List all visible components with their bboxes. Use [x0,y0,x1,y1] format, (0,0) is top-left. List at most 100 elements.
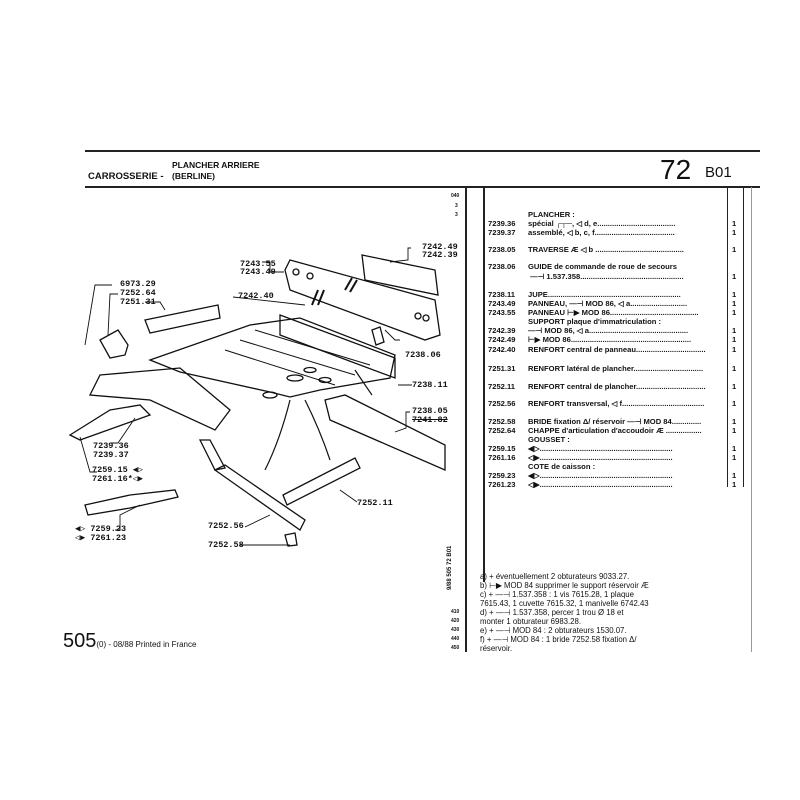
footnote: 7615.43, 1 cuvette 7615.32, 1 manivelle … [480,599,649,608]
part-ref: 7252.11 [488,382,516,391]
part-description: GUIDE de commande de roue de secours [528,262,677,271]
margin-number: 420 [451,618,460,624]
part-description: GOUSSET : [528,435,570,444]
part-quantity: 1 [732,272,737,281]
spare-wheel-guide [371,326,385,346]
parts-row: GOUSSET : [488,435,726,444]
part-quantity: 1 [732,364,737,373]
part-quantity: 1 [732,308,737,317]
header-rule [85,186,760,188]
footnote: f) + —⊣ MOD 84 : 1 bride 7252.58 fixatio… [480,635,637,644]
part-description: RENFORT central de panneau..............… [528,345,706,354]
floor-panel [148,317,396,398]
part-description: SUPPORT plaque d'immatriculation : [528,317,662,326]
label-7259-15: 7259.15 ◀▷ [92,465,144,475]
margin-number: 040 [451,193,460,199]
label-7252-64: 7252.64 [120,288,156,298]
rear-panel [284,259,441,341]
label-7252-11: 7252.11 [357,498,393,508]
margin-number: 410 [451,609,460,615]
part-description: spécial ┌┬─, ◁ d, e.....................… [528,219,676,228]
parts-row: 7259.23◀▷...............................… [488,471,726,480]
parts-row: COTE de caisson : [488,462,726,471]
footer: 505(0) - 08/88 Printed in France [63,630,196,653]
tank-bracket [284,532,298,547]
page-title-line2: (BERLINE) [172,171,215,181]
label-7239-36: 7239.36 [93,441,129,451]
part-description: RENFORT transversal, ◁ f................… [528,399,705,408]
page-title-line1: PLANCHER ARRIERE [172,160,260,170]
table-right-line [751,187,752,652]
lateral-floor-reinforcement [144,304,221,334]
part-quantity: 1 [732,335,737,344]
part-quantity: 1 [732,426,737,435]
parts-row: —⊣ 1.537.358............................… [488,272,726,281]
footnote: b) ⊢▶ MOD 84 supprimer le support réserv… [480,581,649,590]
part-description: ◁▶......................................… [528,453,673,462]
table-left-line [483,187,485,582]
part-description: JUPE....................................… [528,290,681,299]
part-quantity: 1 [732,326,737,335]
footnote: e) + —⊣ MOD 84 : 2 obturateurs 1530.07. [480,626,627,635]
part-description: RENFORT latéral de plancher.............… [528,364,704,373]
panel-reinforcement [311,277,358,306]
part-ref: 7259.23 [488,471,516,480]
footer-print-info: (0) - 08/88 Printed in France [96,640,197,649]
label-7238-06: 7238.06 [405,350,441,360]
label-7238-05: 7238.05 [412,406,448,416]
part-quantity: 1 [732,399,737,408]
part-description: PANNEAU ⊢▶ MOD 86.......................… [528,308,699,317]
part-ref: 7242.40 [488,345,516,354]
parts-row: 7251.31 RENFORT latéral de plancher......… [488,364,726,373]
part-ref: 7238.05 [488,245,516,254]
part-quantity: 1 [732,480,737,489]
part-quantity: 1 [732,417,737,426]
part-quantity: 1 [732,245,737,254]
part-ref: 7251.31 [488,364,516,373]
qty-left-line [727,187,728,487]
part-ref: 7259.15 [488,444,516,453]
parts-row: 7242.39—⊣ MOD 86, ◁ a...................… [488,326,726,335]
part-quantity: 1 [732,444,737,453]
footnote: a) + éventuellement 2 obturateurs 9033.2… [480,572,630,581]
label-7252-58: 7252.58 [208,540,244,550]
section-title: CARROSSERIE - [88,171,164,182]
part-quantity: 1 [732,471,737,480]
label-7242-39: 7242.39 [422,250,458,260]
top-rule [85,150,760,152]
label-7238-11: 7238.11 [412,380,448,390]
transverse-reinforcement [213,464,306,531]
part-ref: 7239.37 [488,228,516,237]
part-description: RENFORT central de plancher.............… [528,382,706,391]
part-quantity: 1 [732,290,737,299]
diagram-column-line [465,187,467,652]
page-code: B01 [705,164,732,181]
part-description: ◁▶......................................… [528,480,673,489]
part-description: PANNEAU, —⊣ MOD 86, ◁ a.................… [528,299,688,308]
part-ref: 7261.16 [488,453,516,462]
label-7261-16: 7261.16*◁▶ [92,474,144,484]
margin-number: 430 [451,627,460,633]
part-ref: 7243.55 [488,308,516,317]
part-ref: 7243.49 [488,299,516,308]
central-floor-reinforcement [282,457,361,506]
qty-right-line [743,187,744,487]
margin-number: 450 [451,645,460,651]
armrest-bracket [99,329,129,359]
label-7259-23: ◀▷ 7259.23 [75,524,127,534]
label-7252-56: 7252.56 [208,521,244,531]
label-7251-31: 7251.31 [120,297,156,307]
parts-row: 7242.49⊢▶ MOD 86........................… [488,335,726,344]
part-quantity: 1 [732,345,737,354]
footnote: réservoir. [480,644,513,653]
parts-row: SUPPORT plaque d'immatriculation : [488,317,726,326]
side-rail [88,367,231,431]
